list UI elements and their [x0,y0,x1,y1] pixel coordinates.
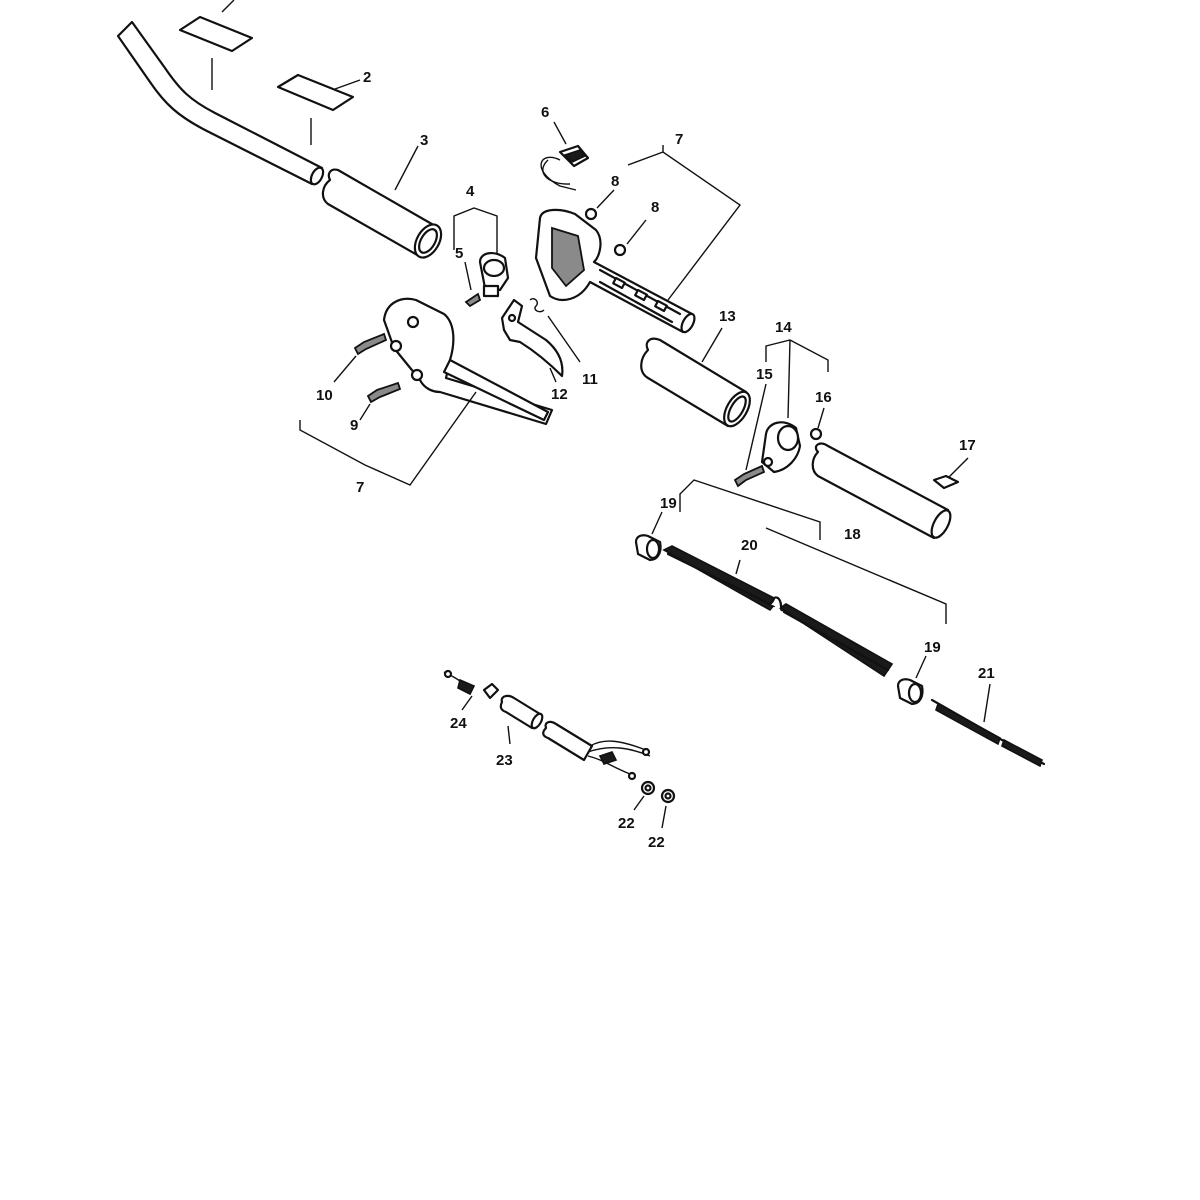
part-nut-8b [613,219,647,257]
part-decal-upper [178,0,254,90]
callout-10: 10 [316,387,333,404]
callout-12: 12 [551,386,568,403]
callout-7-lower: 7 [356,479,364,496]
callout-16: 16 [815,389,832,406]
callout-3: 3 [420,132,428,149]
part-clamp-14 [760,339,829,474]
part-bolt-5 [464,261,482,308]
part-screw-10 [333,332,388,383]
part-bushing-19b [896,655,927,706]
part-screw-9 [359,381,402,421]
callout-4: 4 [466,183,475,200]
callout-15: 15 [756,366,773,383]
callout-19-second: 19 [924,639,941,656]
part-cable-21 [930,683,1046,768]
part-shaft-tube [811,442,952,540]
bracket-18 [679,479,821,540]
callout-21: 21 [978,665,995,682]
part-bushing-19a [634,511,663,562]
callout-22-second: 22 [648,834,665,851]
callout-17: 17 [959,437,976,454]
callout-8-first: 8 [611,173,619,190]
callout-18: 18 [844,526,861,543]
callout-9: 9 [350,417,358,434]
part-bolt-15 [733,383,767,488]
part-connector-24 [461,695,473,711]
callout-24: 24 [450,715,467,732]
callout-19-first: 19 [660,495,677,512]
part-clamp-4 [453,207,510,298]
bracket-7-upper [627,151,742,301]
part-spring-11 [529,297,581,363]
bracket-7-lower [299,391,477,486]
part-upper-handle-housing [534,208,696,334]
part-nut-16 [809,407,825,441]
callout-13: 13 [719,308,736,325]
part-nut-22b [660,788,676,829]
callout-14: 14 [775,319,792,336]
part-nut-8a [584,189,615,221]
part-harness-23 [443,669,651,781]
part-grip-13 [640,327,751,428]
part-grip-3 [321,145,443,259]
callout-6: 6 [541,104,549,121]
part-decal-17 [932,457,969,490]
callout-11: 11 [582,371,598,388]
callout-7-upper: 7 [675,131,683,148]
bracket-19 [765,527,947,624]
part-switch-6 [540,121,590,191]
callout-20: 20 [741,537,758,554]
part-decal-2 [276,73,361,145]
callout-8-second: 8 [651,199,659,216]
part-liner-20 [662,545,894,678]
part-lower-handle-housing [382,297,554,426]
callout-5: 5 [455,245,463,262]
callout-2: 2 [363,69,371,86]
part-bent-tube [116,20,325,186]
callout-22-first: 22 [618,815,635,832]
part-trigger-12 [500,298,564,383]
callout-23: 23 [496,752,513,769]
part-nut-22a [633,780,656,811]
